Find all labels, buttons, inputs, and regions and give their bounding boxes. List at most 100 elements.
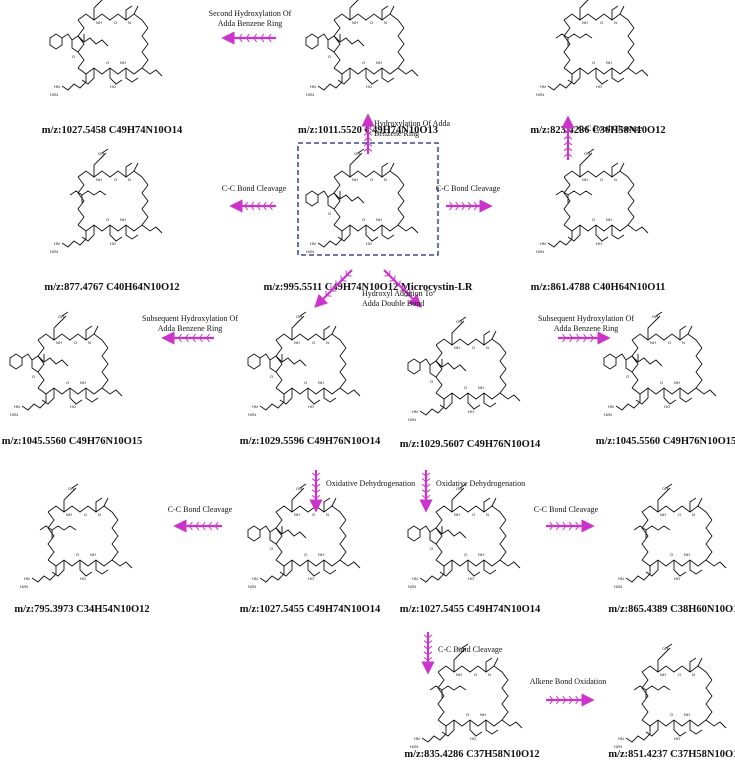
macrocycle-structure <box>535 148 649 255</box>
cleaved-side-chain <box>39 525 77 539</box>
arrow-chevron <box>421 489 431 494</box>
cleaved-side-chain <box>555 190 593 204</box>
molecule-label: m/z:1011.5520 C49H74N10O13 <box>298 125 438 136</box>
mz-value: m/z:1045.5560 <box>2 436 69 447</box>
arrow-chevron <box>421 494 431 500</box>
molecule-m07 <box>9 311 123 418</box>
molecule-m09 <box>407 316 521 423</box>
arrow-chevron <box>455 201 460 211</box>
transformation-label-line: C-C Bond Cleavage <box>436 184 501 193</box>
transformation-label-line: C-C Bond Cleavage <box>222 184 287 193</box>
molecule-m11 <box>19 483 133 590</box>
mz-value: m/z:1045.5560 <box>596 436 663 447</box>
cleaved-side-chain <box>633 685 671 699</box>
arrow-chevron <box>423 657 433 662</box>
arrow-chevron <box>325 290 332 297</box>
molecule-label: m/z:1027.5455 C49H74N10O14 <box>400 604 541 615</box>
molecule-m06 <box>535 148 649 255</box>
mz-value: m/z:861.4788 <box>531 282 593 293</box>
arrow-chevron <box>583 333 588 343</box>
arrow-chevron <box>555 521 560 531</box>
arrow-chevron <box>256 201 261 211</box>
molecule-label: m/z:1045.5560 C49H76N10O15 <box>2 436 143 447</box>
arrow-chevron <box>568 695 573 705</box>
molecule-m02 <box>305 0 419 98</box>
molecular-formula: C49H74N10O13 <box>365 125 439 136</box>
parent-compound-box <box>297 142 439 256</box>
arrow-chevron <box>423 645 433 650</box>
transformation-label-line: Adda Double Bond <box>362 299 424 308</box>
arrow-chevron <box>201 521 206 531</box>
transformation-label-line: Hydroxyl Addition To <box>362 289 433 298</box>
arrow-chevron <box>404 290 411 297</box>
arrow-chevron <box>363 147 373 152</box>
arrow-chevron <box>461 201 466 211</box>
transformation-label-line: Adda Benzene Ring <box>158 324 222 333</box>
arrow-chevron <box>421 472 431 477</box>
transformation-label-line: Subsequent Hydroxylation Of <box>142 314 238 323</box>
molecule-label: m/z:861.4788 C40H64N10O11 <box>531 282 666 293</box>
arrow-chevron <box>562 333 567 343</box>
molecular-formula: C49H74N10O12 <box>325 282 399 293</box>
arrow-chevron <box>198 333 203 343</box>
arrow-chevron <box>389 275 396 282</box>
transformation-label-line: Benzene Ring <box>374 129 419 138</box>
transformation-label: C-C Bond Cleavage <box>168 505 233 514</box>
transformation-label-line: C-C Bond Cleavage <box>438 645 503 654</box>
arrow-chevron <box>262 201 267 211</box>
transformation-label: C-C Bond Cleavage <box>438 645 503 654</box>
mz-value: m/z:823.4286 <box>530 125 592 136</box>
arrow-chevron <box>363 131 373 136</box>
molecule-label: m/z:1027.5455 C49H74N10O14 <box>240 604 381 615</box>
macrocycle-structure <box>49 148 163 255</box>
arrow-chevron <box>576 333 581 343</box>
molecule-label: m/z:1045.5560 C49H76N10O15 <box>596 436 735 447</box>
arrow-chevron <box>384 270 391 277</box>
arrow-chevron <box>177 333 182 343</box>
molecule-m14 <box>613 483 727 590</box>
molecule-m12 <box>247 483 361 590</box>
arrow-chevron <box>394 280 401 287</box>
transformation-label: Oxidative Dehydrogenation <box>326 479 415 488</box>
cleaved-side-chain <box>633 525 671 539</box>
arrow-chevron <box>208 521 213 531</box>
molecular-formula: C38H60N10O13 <box>670 604 735 615</box>
macrocycle-structure <box>613 643 727 750</box>
transformation-label: C-C Bond Cleavage <box>578 124 643 133</box>
molecular-formula: C49H74N10O14 <box>109 125 183 136</box>
transformation-label-line: Oxidative Dehydrogenation <box>436 479 525 488</box>
arrow-chevron <box>268 201 273 211</box>
compound-name: Microcystin-LR <box>398 282 473 293</box>
arrow-chevron <box>563 135 573 140</box>
arrow-chevron <box>363 126 373 131</box>
arrow-chevron <box>244 201 249 211</box>
arrow-chevron <box>363 137 373 142</box>
transformation-label: C-C Bond Cleavage <box>534 505 599 514</box>
mz-value: m/z:865.4389 <box>608 604 670 615</box>
arrow-chevron <box>473 201 478 211</box>
arrow-chevron <box>253 33 258 43</box>
arrow-chevron <box>340 275 347 282</box>
transformation-label: C-C Bond Cleavage <box>222 184 287 193</box>
arrow-chevron <box>245 33 250 43</box>
molecule-label: m/z:877.4767 C40H64N10O12 <box>44 282 179 293</box>
transformation-label: C-C Bond Cleavage <box>436 184 501 193</box>
cleaved-side-chain <box>429 685 467 699</box>
transformation-label: Alkene Bond Oxidation <box>530 677 606 686</box>
arrow-chevron <box>549 521 554 531</box>
arrow-chevron <box>311 472 321 477</box>
molecular-formula: C37H58N10O12 <box>466 749 540 760</box>
transformation-label-line: C-C Bond Cleavage <box>168 505 233 514</box>
transformation-label-line: Second Hydroxylation Of <box>209 9 292 18</box>
arrow-chevron <box>311 483 321 488</box>
arrow-chevron <box>423 651 433 656</box>
mz-value: m/z:995.5511 <box>264 282 325 293</box>
molecular-formula: C49H74N10O14 <box>307 604 381 615</box>
molecule-m01 <box>49 0 163 98</box>
arrow-chevron <box>195 521 200 531</box>
arrow-chevron <box>549 695 554 705</box>
arrow-chevron <box>311 489 321 494</box>
arrow-chevron <box>562 521 567 531</box>
mz-value: m/z:1029.5596 <box>240 436 307 447</box>
